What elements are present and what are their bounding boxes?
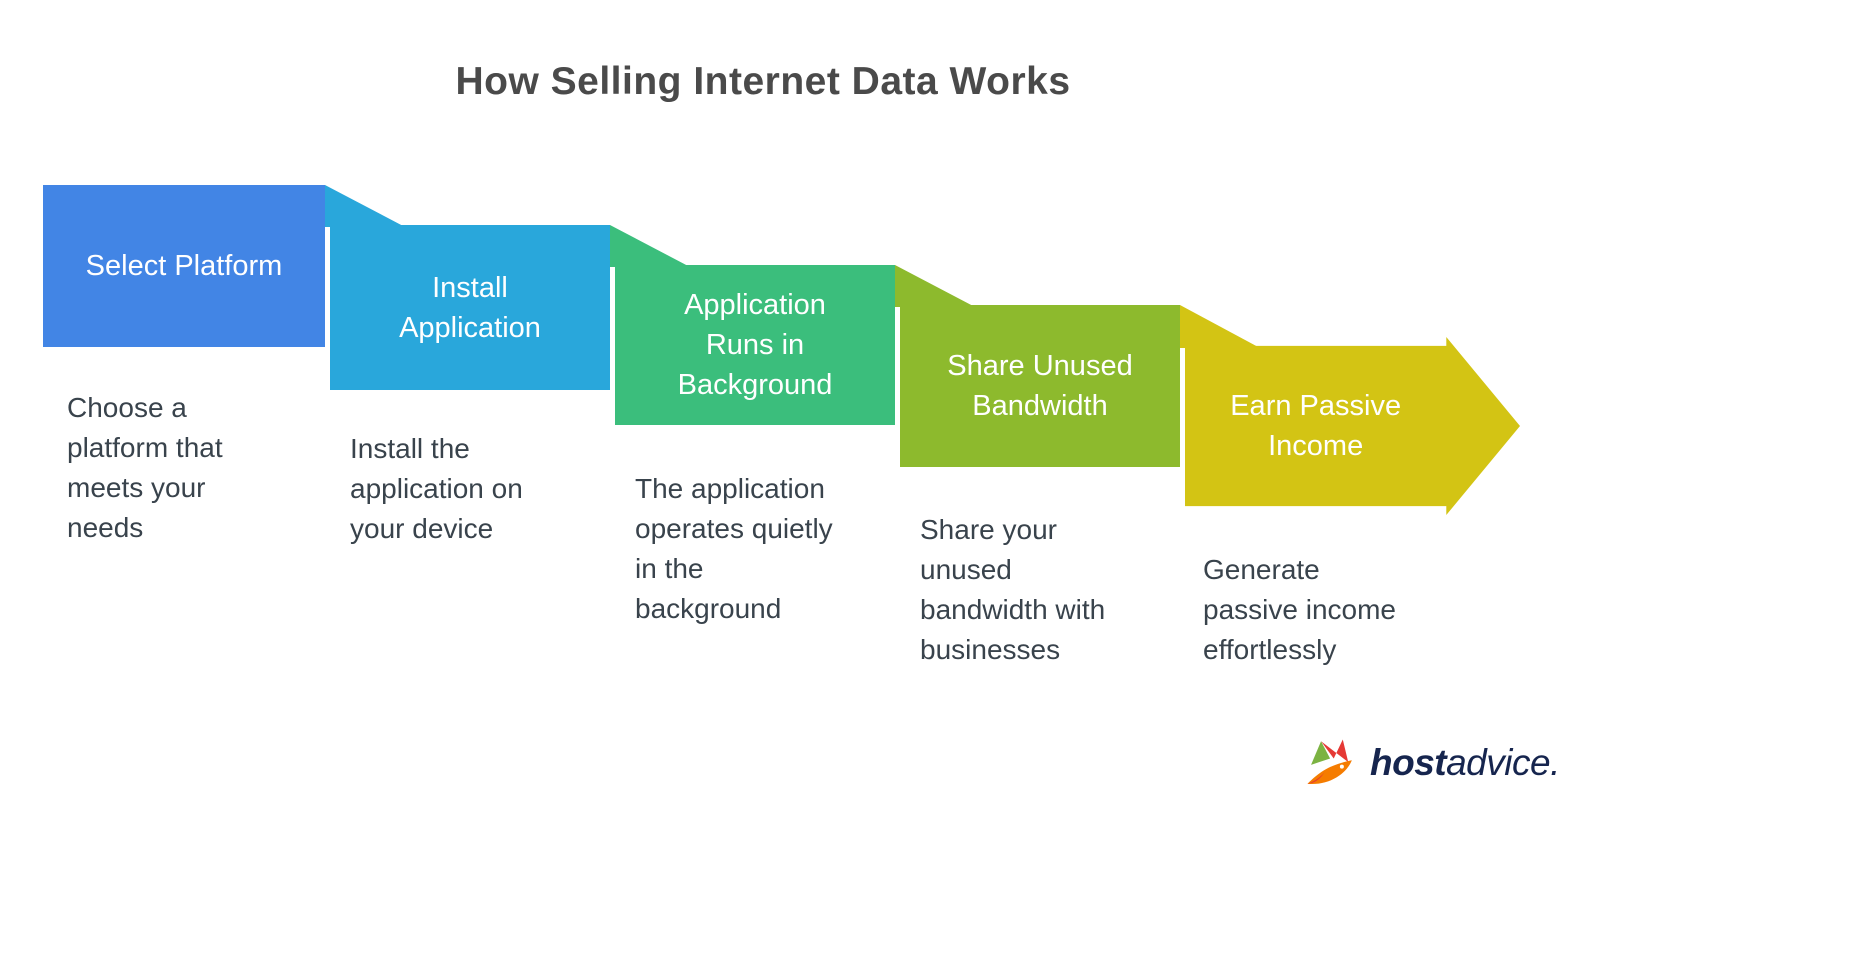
ribbon-fold-icon — [325, 185, 405, 227]
step-3-description: The application operates quietly in the … — [635, 473, 833, 624]
step-3-title: Application Runs in Background — [677, 289, 833, 401]
step-3-banner: Application Runs in Background — [615, 265, 895, 425]
step-2-title: Install Application — [399, 271, 541, 344]
step-1-banner: Select Platform — [43, 185, 325, 347]
step-5-description: Generate passive income effortlessly — [1203, 554, 1396, 665]
step-4-title: Share Unused Bandwidth — [947, 350, 1133, 422]
page-title: How Selling Internet Data Works — [455, 60, 1071, 103]
step-2-description: Install the application on your device — [350, 433, 523, 544]
ribbon-fold-icon — [1180, 305, 1260, 348]
logo-wordmark: hostadvice. — [1370, 742, 1560, 783]
fox-icon — [1307, 739, 1352, 785]
step-4-banner: Share Unused Bandwidth — [900, 305, 1180, 467]
step-1-title: Select Platform — [85, 250, 283, 282]
step-5-title: Earn Passive Income — [1230, 390, 1402, 462]
ribbon-fold-icon — [895, 265, 975, 307]
step-5-banner-arrow: Earn Passive Income — [1185, 337, 1520, 515]
ribbon-fold-icon — [610, 225, 690, 267]
step-2-banner: Install Application — [330, 225, 610, 390]
hostadvice-logo: hostadvice. — [1302, 734, 1560, 792]
step-4-description: Share your unused bandwidth with busines… — [920, 514, 1106, 665]
step-1-description: Choose a platform that meets your needs — [67, 392, 223, 543]
